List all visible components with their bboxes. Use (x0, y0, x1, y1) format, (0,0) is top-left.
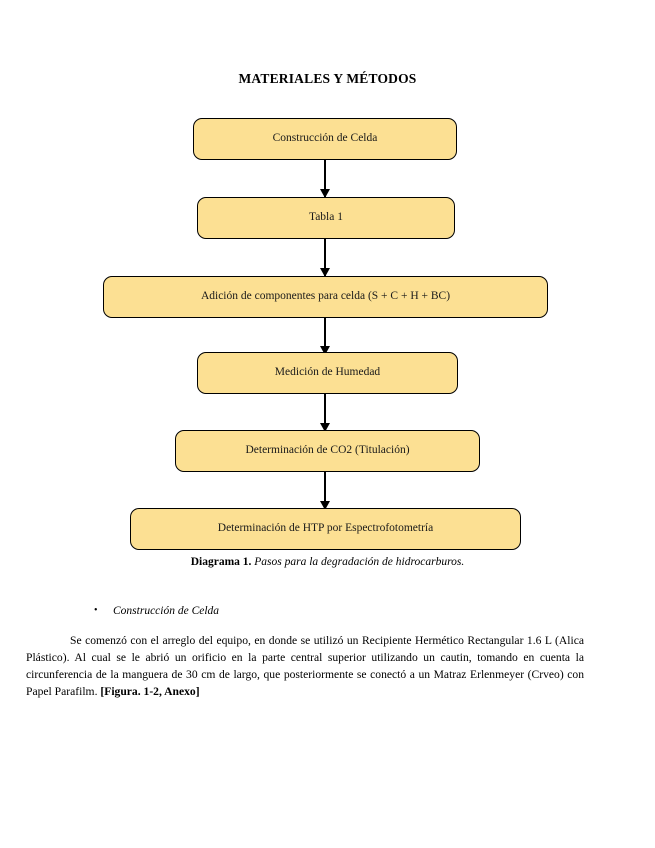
body-paragraph: Se comenzó con el arreglo del equipo, en… (26, 632, 584, 701)
flow-arrow-2 (324, 239, 326, 276)
figure-caption: Diagrama 1. Pasos para la degradación de… (0, 556, 655, 568)
flow-node-adicion-componentes[interactable]: Adición de componentes para celda (S + C… (103, 276, 548, 318)
flow-arrow-5 (324, 472, 326, 509)
paragraph-figure-reference: [Figura. 1-2, Anexo] (100, 685, 200, 699)
flow-node-label: Tabla 1 (308, 211, 343, 224)
page-title: MATERIALES Y MÉTODOS (238, 71, 417, 86)
flow-arrow-4 (324, 394, 326, 431)
flow-arrow-3 (324, 318, 326, 354)
caption-label: Diagrama 1. (190, 556, 252, 568)
flow-node-label: Medición de Humedad (274, 366, 381, 379)
flow-node-determinacion-htp[interactable]: Determinación de HTP por Espectrofotomet… (130, 508, 521, 550)
flow-node-construccion-celda[interactable]: Construcción de Celda (193, 118, 457, 160)
flow-arrow-1 (324, 160, 326, 197)
flow-node-label: Construcción de Celda (272, 132, 378, 145)
flow-node-label: Adición de componentes para celda (S + C… (200, 290, 451, 303)
flow-node-label: Determinación de CO2 (Titulación) (245, 444, 410, 457)
flow-node-tabla-1[interactable]: Tabla 1 (197, 197, 455, 239)
flow-node-medicion-humedad[interactable]: Medición de Humedad (197, 352, 458, 394)
paragraph-text: Se comenzó con el arreglo del equipo, en… (26, 634, 584, 699)
flowchart-diagram: Construcción de Celda Tabla 1 Adición de… (0, 0, 655, 560)
caption-text: Pasos para la degradación de hidrocarbur… (254, 556, 465, 568)
flow-node-determinacion-co2[interactable]: Determinación de CO2 (Titulación) (175, 430, 480, 472)
section-heading-label: Construcción de Celda (113, 605, 220, 617)
bullet-icon: • (94, 605, 98, 616)
flow-node-label: Determinación de HTP por Espectrofotomet… (217, 522, 434, 535)
